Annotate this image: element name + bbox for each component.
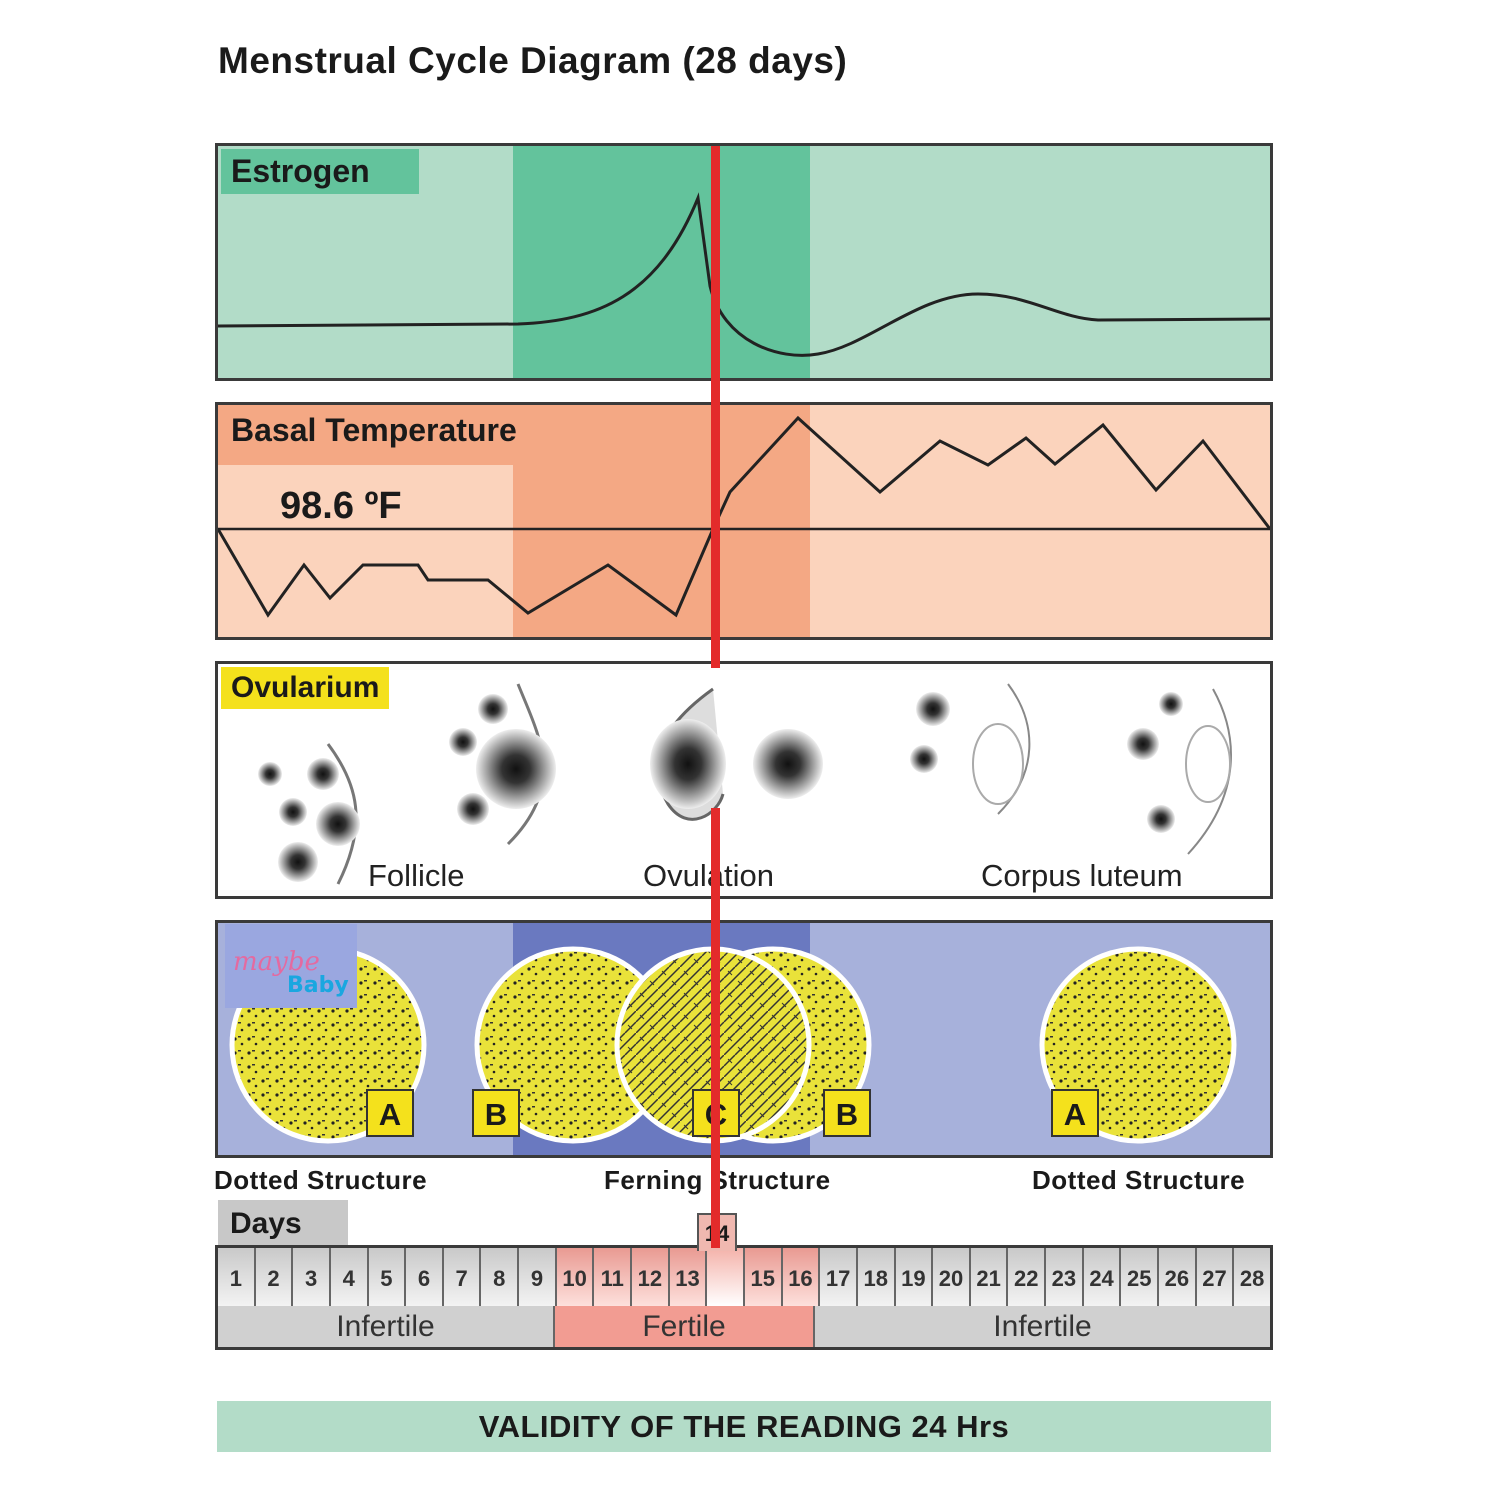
logo-baby: Baby [287,973,349,998]
day-cell: 6 [406,1248,444,1306]
estrogen-chart [218,146,1270,378]
corpus-luteum-illustration [910,683,1232,855]
estrogen-curve [218,192,1270,357]
phase-row: Infertile Fertile Infertile [215,1306,1273,1350]
ovulation-line-top [711,146,720,668]
caption-dotted-right: Dotted Structure [1032,1165,1246,1195]
page-title: Menstrual Cycle Diagram (28 days) [218,40,848,81]
day-cell: 15 [744,1248,783,1306]
day-cell: 3 [293,1248,331,1306]
day-cell: 10 [556,1248,595,1306]
validity-banner: VALIDITY OF THE READING 24 Hrs [217,1401,1271,1452]
day-cell: 5 [368,1248,407,1306]
ovularium-panel: Ovularium Follicle Ovulation Corpus lute… [215,661,1273,899]
day-cell: 14 [707,1248,745,1306]
day-cell: 17 [820,1248,858,1306]
saliva-ferning-panel: A B C B A [215,920,1273,1158]
day-cell: 27 [1196,1248,1235,1306]
maybe-baby-logo: maybe Baby [225,924,357,1008]
day-cell: 1 [218,1248,256,1306]
ovulation-line-bottom [711,808,720,1248]
day-cell: 28 [1234,1248,1270,1306]
day-cell: 22 [1008,1248,1047,1306]
ovary-illustrations [258,683,1232,885]
logo-script: maybe [233,947,320,977]
letter-b-left: B [472,1089,520,1137]
day-cell: 16 [782,1248,821,1306]
phase-infertile-late: Infertile [815,1306,1270,1347]
phase-infertile-early: Infertile [218,1306,555,1347]
letter-a-left: A [366,1089,414,1137]
day-cell: 8 [481,1248,520,1306]
day-cell: 20 [933,1248,971,1306]
ovulation-illustration [650,687,823,821]
day-cell: 13 [669,1248,708,1306]
basal-temperature-label: Basal Temperature [231,412,517,448]
days-label: Days [218,1200,348,1248]
stage-follicle: Follicle [368,858,465,893]
estrogen-panel: Estrogen [215,143,1273,381]
letter-b-right: B [823,1089,871,1137]
day-cell: 12 [632,1248,670,1306]
day-cell: 7 [443,1248,482,1306]
estrogen-label: Estrogen [221,149,419,194]
day-cell: 24 [1083,1248,1122,1306]
day-cell: 23 [1046,1248,1084,1306]
stage-corpus-luteum: Corpus luteum [981,858,1183,893]
letter-a-right: A [1051,1089,1099,1137]
caption-dotted-left: Dotted Structure [214,1165,428,1195]
reference-temperature: 98.6 ºF [280,485,402,527]
days-row: 1234567891011121314151617181920212223242… [215,1245,1273,1309]
day-cell: 11 [594,1248,633,1306]
temperature-chart [218,405,1270,637]
day-cell: 25 [1121,1248,1160,1306]
day-cell: 26 [1159,1248,1197,1306]
day-cell: 4 [330,1248,369,1306]
ovularium-label: Ovularium [221,667,390,709]
basal-temperature-panel: Basal Temperature 98.6 ºF [215,402,1273,640]
day-cell: 2 [255,1248,294,1306]
temperature-label-bg [218,405,513,465]
day-cell: 19 [895,1248,934,1306]
phase-fertile: Fertile [555,1306,815,1347]
day-cell: 21 [970,1248,1009,1306]
follicle-illustration [258,683,556,885]
day-cell: 9 [519,1248,557,1306]
day-cell: 18 [857,1248,896,1306]
stage-ovulation: Ovulation [643,858,774,893]
temperature-fertile-band [513,405,810,637]
